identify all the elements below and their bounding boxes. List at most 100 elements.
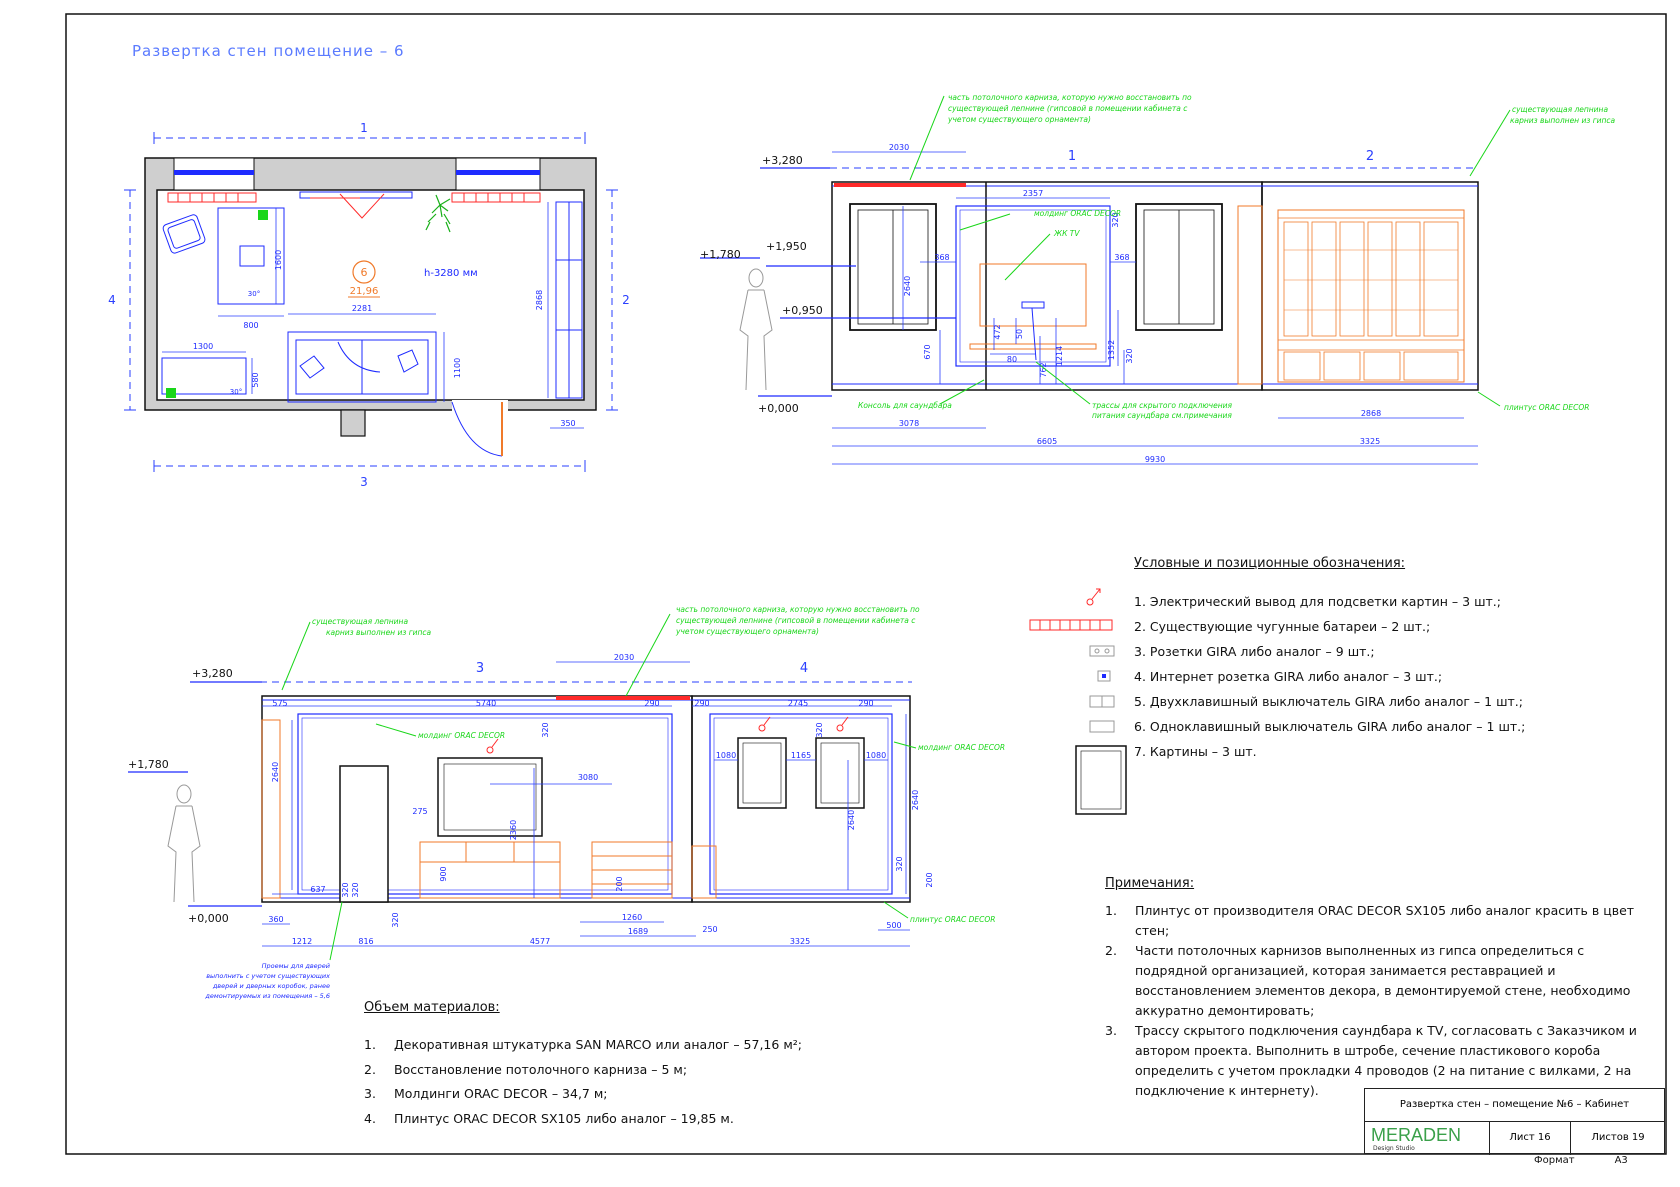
elev1-dim-670: 670 xyxy=(923,344,932,359)
dim-1100: 1100 xyxy=(453,358,462,378)
picture-light-icon xyxy=(1086,588,1101,606)
elev2-dim-320-a: 320 xyxy=(541,722,550,737)
elev2-note-plinth: плинтус ORAC DECOR xyxy=(910,915,996,924)
legend-title: Условные и позиционные обозначения: xyxy=(1134,556,1406,571)
elev2-dim-320-e: 320 xyxy=(341,882,350,897)
elev1-dim-2640: 2640 xyxy=(903,276,912,296)
elev2-dim-360: 360 xyxy=(268,915,283,924)
elev1-dim-368-a: 368 xyxy=(934,253,949,262)
elev2-dim-1080-a: 1080 xyxy=(716,751,736,760)
elev1-dim-472: 472 xyxy=(993,324,1002,339)
single-switch-icon xyxy=(1089,720,1115,733)
elev2-dim-2640-c: 2640 xyxy=(911,790,920,810)
title-block-title: Развертка стен – помещение №6 – Кабинет xyxy=(1365,1089,1664,1122)
elev2-dim-2030: 2030 xyxy=(614,653,634,662)
human-figure-icon xyxy=(739,268,773,391)
format-label: Формат xyxy=(1534,1155,1575,1166)
elev2-note-cornice-1: часть потолочного карниза, которую нужно… xyxy=(676,605,920,614)
elev2-dim-5740: 5740 xyxy=(476,699,496,708)
elev1-note-routes-2: питания саундбара см.примечания xyxy=(1092,411,1232,420)
dim-800: 800 xyxy=(243,321,258,330)
elev1-dim-368-b: 368 xyxy=(1114,253,1129,262)
elev2-level-3280: +3,280 xyxy=(192,667,233,680)
elev1-dim-3078: 3078 xyxy=(899,419,919,428)
elev1-dim-320-b: 320 xyxy=(1125,348,1134,363)
company-logo: MERADEN xyxy=(1371,1125,1462,1145)
elev1-note-tv: ЖК TV xyxy=(1053,229,1080,238)
elev2-dim-1260: 1260 xyxy=(622,913,642,922)
elev2-dim-290-a: 290 xyxy=(644,699,659,708)
elev1-note-existing-2: карниз выполнен из гипса xyxy=(1510,116,1616,125)
elev1-level-3280: +3,280 xyxy=(762,154,803,167)
dim-1300: 1300 xyxy=(193,342,213,351)
elevation-walls-3-4: 3 4 xyxy=(128,605,1005,1000)
format-row: Формат А3 xyxy=(1534,1155,1668,1166)
dim-580: 580 xyxy=(251,372,260,387)
elev2-dim-2360: 2360 xyxy=(509,820,518,840)
elev1-dim-80: 80 xyxy=(1007,355,1017,364)
elev2-dim-3325: 3325 xyxy=(790,937,810,946)
elev2-note-doorway-4: демонтируемых из помещения – 5,6 xyxy=(204,992,330,1000)
elev1-note-plinth: плинтус ORAC DECOR xyxy=(1504,403,1590,412)
note-item: 2.Части потолочных карнизов выполненных … xyxy=(1105,943,1631,1018)
plan-wall-label-2: 2 xyxy=(622,293,630,307)
note-item: 1.Плинтус от производителя ORAC DECOR SX… xyxy=(1105,903,1635,938)
legend-item: 7. Картины – 3 шт. xyxy=(1134,744,1257,759)
format-value: А3 xyxy=(1614,1155,1628,1166)
dim-30-a: 30° xyxy=(248,290,260,298)
elev2-note-cornice-2: существующей лепнине (гипсовой в помещен… xyxy=(676,616,916,625)
sheet-count: Листов 19 xyxy=(1591,1132,1645,1143)
dim-2868: 2868 xyxy=(535,290,544,310)
double-switch-icon xyxy=(1089,695,1115,708)
elev1-level-1950: +1,950 xyxy=(766,240,807,253)
elev1-dim-2030: 2030 xyxy=(889,143,909,152)
elev2-dim-4577: 4577 xyxy=(530,937,550,946)
elev1-note-console: Консоль для саундбара xyxy=(858,401,952,410)
elev2-note-cornice-3: учетом существующего орнамента) xyxy=(675,627,819,636)
elev2-note-existing-1: существующая лепнина xyxy=(312,617,408,626)
elev2-dim-1165: 1165 xyxy=(791,751,811,760)
elev1-dim-9930: 9930 xyxy=(1145,455,1165,464)
elev1-dim-762: 762 xyxy=(1039,362,1048,377)
elev1-wall-label-1: 1 xyxy=(1068,149,1076,164)
elev1-note-cornice-3: учетом существующего орнамента) xyxy=(947,115,1091,124)
elev2-dim-1689: 1689 xyxy=(628,927,648,936)
elev1-dim-2868: 2868 xyxy=(1361,409,1381,418)
elev2-note-existing-2: карниз выполнен из гипса xyxy=(326,628,432,637)
elev2-dim-320-c: 320 xyxy=(895,856,904,871)
human-figure-icon xyxy=(167,784,201,903)
notes: Примечания: 1.Плинтус от производителя O… xyxy=(1105,876,1645,1101)
elev2-dim-2640-b: 2640 xyxy=(847,810,856,830)
elev2-level-1780: +1,780 xyxy=(128,758,169,771)
elev1-level-1780: +1,780 xyxy=(700,248,741,261)
elev2-dim-637: 637 xyxy=(310,885,325,894)
socket-icon xyxy=(1089,645,1115,657)
elev1-dim-6605: 6605 xyxy=(1037,437,1057,446)
plant-icon xyxy=(425,194,451,233)
elev1-note-cornice-1: часть потолочного карниза, которую нужно… xyxy=(948,93,1192,102)
dim-350: 350 xyxy=(560,419,575,428)
elev2-dim-250: 250 xyxy=(702,925,717,934)
radiator-icon xyxy=(1029,619,1113,631)
elevation-walls-1-2: 1 2 xyxy=(700,93,1616,465)
plan-wall-label-1: 1 xyxy=(360,121,368,135)
elev2-note-molding-2: молдинг ORAC DECOR xyxy=(918,743,1005,752)
elev2-dim-200-b: 200 xyxy=(925,872,934,887)
title-block: Развертка стен – помещение №6 – Кабинет … xyxy=(1364,1088,1665,1155)
legend-item: 1. Электрический вывод для подсветки кар… xyxy=(1134,594,1501,609)
legend-item: 5. Двухклавишный выключатель GIRA либо а… xyxy=(1134,694,1523,709)
elev1-level-0000: +0,000 xyxy=(758,402,799,415)
material-item: 2.Восстановление потолочного карниза – 5… xyxy=(364,1061,688,1077)
sheet-number: Лист 16 xyxy=(1489,1121,1571,1155)
elev2-dim-500: 500 xyxy=(886,921,901,930)
elev2-note-doorway-2: выполнить с учетом существующих xyxy=(206,972,330,980)
elev2-dim-320-b: 320 xyxy=(815,722,824,737)
elev2-dim-320-f: 320 xyxy=(391,912,400,927)
elev1-dim-50: 50 xyxy=(1015,329,1024,339)
sheet-frame xyxy=(65,13,1667,1155)
elev1-dim-1214: 1214 xyxy=(1055,346,1064,366)
elev2-dim-900: 900 xyxy=(439,866,448,881)
elev2-dim-3080: 3080 xyxy=(578,773,598,782)
elev2-dim-200-a: 200 xyxy=(615,876,624,891)
